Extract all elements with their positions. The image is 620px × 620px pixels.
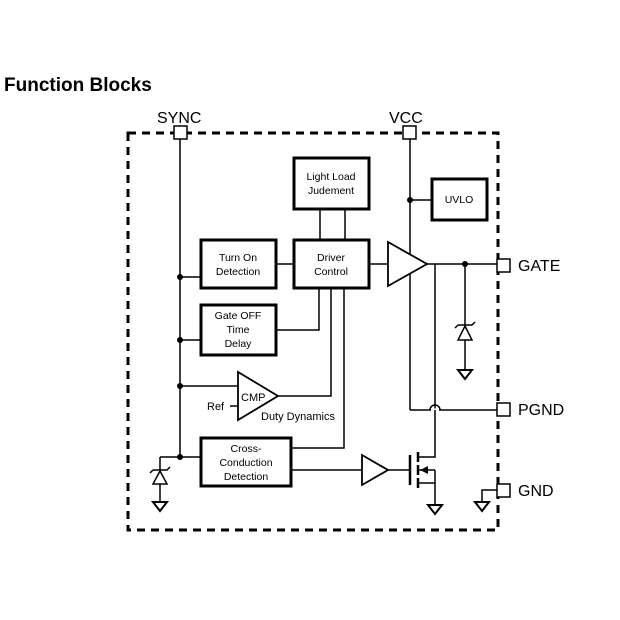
pin-gate — [496, 258, 511, 273]
turn-on-detection-block — [199, 238, 278, 290]
driver-control-label-2: Control — [314, 266, 348, 278]
comparator-label: CMP — [241, 392, 265, 404]
wire-crossover — [429, 404, 441, 411]
low-side-buffer — [361, 453, 390, 487]
light-load-judgement-block — [292, 156, 371, 211]
uvlo-label: UVLO — [445, 194, 474, 206]
pin-gnd — [496, 483, 511, 498]
zener-diode-gate — [454, 321, 476, 370]
ground-icon — [472, 501, 492, 513]
internal-wires — [230, 209, 388, 471]
comparator-triangle — [237, 370, 280, 422]
junction-dot — [177, 383, 183, 389]
junction-dot — [462, 261, 468, 267]
cross-conduction-label-2: Conduction — [219, 457, 272, 469]
junction-dot — [177, 337, 183, 343]
driver-control-block — [292, 238, 371, 290]
gate-off-time-delay-block — [199, 303, 278, 357]
light-load-label-2: Judement — [308, 185, 354, 197]
zener-diode-sync — [149, 466, 171, 502]
diagram-title: Function Blocks — [4, 75, 152, 96]
cross-conduction-label-1: Cross- — [231, 443, 262, 455]
duty-dynamics-label: Duty Dynamics — [261, 411, 335, 423]
pin-pgnd-label: PGND — [518, 402, 564, 419]
cross-conduction-detection-block — [199, 436, 293, 488]
gate-driver-buffer — [387, 240, 429, 288]
light-load-label-1: Light Load — [306, 171, 355, 183]
junction-dot — [177, 274, 183, 280]
pin-sync-label: SYNC — [157, 110, 201, 127]
gate-off-label-2: Time — [227, 324, 250, 336]
gate-off-label-1: Gate OFF — [215, 310, 262, 322]
pin-vcc — [402, 125, 417, 140]
pin-gate-label: GATE — [518, 258, 560, 275]
package-outline — [126, 131, 500, 532]
ground-icon — [455, 369, 475, 381]
junction-dot — [407, 197, 413, 203]
turn-on-label-1: Turn On — [219, 252, 257, 264]
junction-dot — [177, 454, 183, 460]
pin-sync — [173, 125, 188, 140]
pin-gnd-label: GND — [518, 483, 554, 500]
pin-pgnd — [496, 402, 511, 417]
cross-conduction-label-3: Detection — [224, 471, 269, 483]
gnd-pin-wire — [481, 489, 497, 502]
ground-icon — [150, 501, 170, 513]
gate-off-label-3: Delay — [225, 338, 253, 350]
ref-label: Ref — [207, 401, 225, 413]
mosfet-icon — [408, 410, 436, 505]
turn-on-label-2: Detection — [216, 266, 261, 278]
sync-bus-wires — [159, 139, 244, 470]
driver-control-label-1: Driver — [317, 252, 346, 264]
pin-vcc-label: VCC — [389, 110, 423, 127]
ground-icon — [425, 504, 445, 516]
uvlo-block — [430, 177, 489, 222]
